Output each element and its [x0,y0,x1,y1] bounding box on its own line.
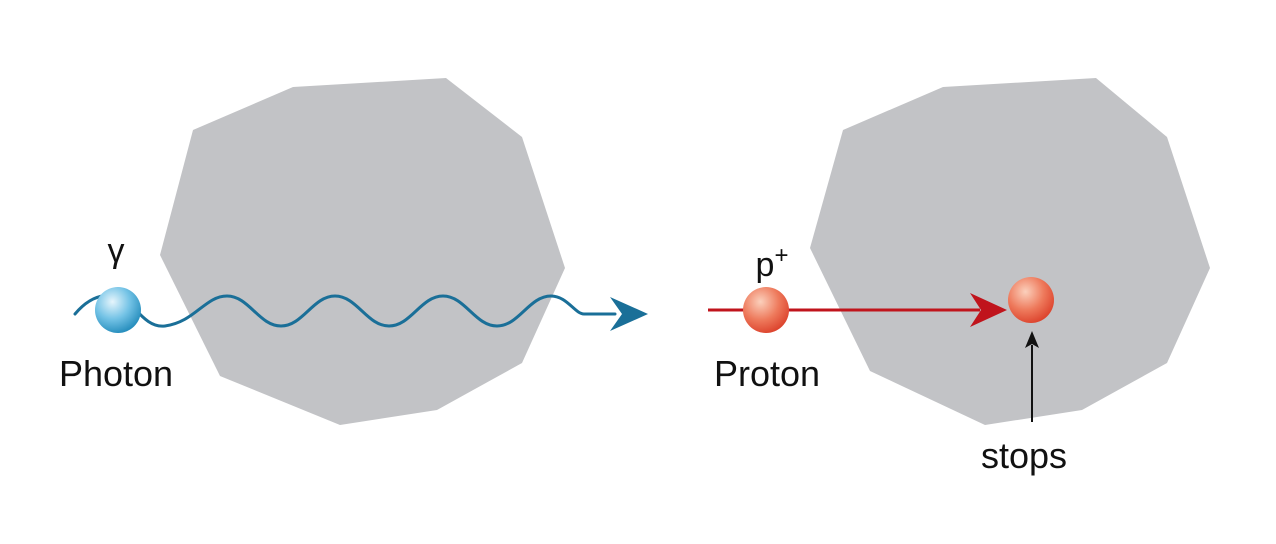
stops-annotation: stops [981,435,1067,476]
proton-symbol: p+ [756,242,789,284]
proton-label: Proton [714,353,820,394]
photon-symbol: γ [108,232,125,270]
photon-wave [73,293,617,328]
proton-particle [743,287,789,333]
photon-arrowhead [610,297,648,331]
stops-pointer-arrowhead [1025,331,1039,348]
photon-label: Photon [59,353,173,394]
proton-symbol-base: p [756,246,775,284]
proton-arrowhead [970,293,1007,327]
proton-stopped-particle [1008,277,1054,323]
proton-target-block [810,78,1210,425]
photon-particle [95,287,141,333]
proton-charge: + [774,242,788,269]
photon-target-block [160,78,565,425]
